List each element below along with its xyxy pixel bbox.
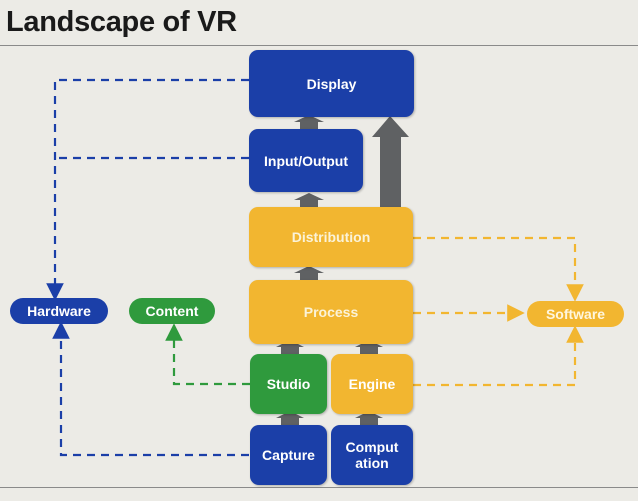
arrow-io-to-display [294, 115, 324, 129]
arrow-capture-to-studio [276, 411, 304, 425]
connector-studio-content [165, 323, 250, 386]
content-pill: Content [129, 298, 215, 324]
capture-box: Capture [250, 425, 327, 485]
arrow-distribution-to-display [372, 116, 409, 207]
arrow-distribution-to-io [294, 193, 324, 207]
process-box: Process [249, 280, 413, 344]
arrow-computation-to-engine [355, 411, 383, 425]
computation-box: Comput ation [331, 425, 413, 485]
input-output-box: Input/Output [249, 129, 363, 192]
arrow-process-to-distribution [294, 266, 324, 280]
top-divider [0, 45, 638, 46]
engine-box: Engine [331, 354, 413, 414]
connector-display-hardware [46, 78, 249, 301]
connector-engine-software [413, 325, 584, 387]
hardware-pill: Hardware [10, 298, 108, 324]
distribution-box: Distribution [249, 207, 413, 267]
bottom-divider [0, 487, 638, 488]
connector-capture-hardware [52, 321, 249, 457]
connector-distribution-software [413, 236, 584, 302]
page-title: Landscape of VR [6, 6, 237, 38]
studio-box: Studio [250, 354, 327, 414]
display-box: Display [249, 50, 414, 117]
software-pill: Software [527, 301, 624, 327]
